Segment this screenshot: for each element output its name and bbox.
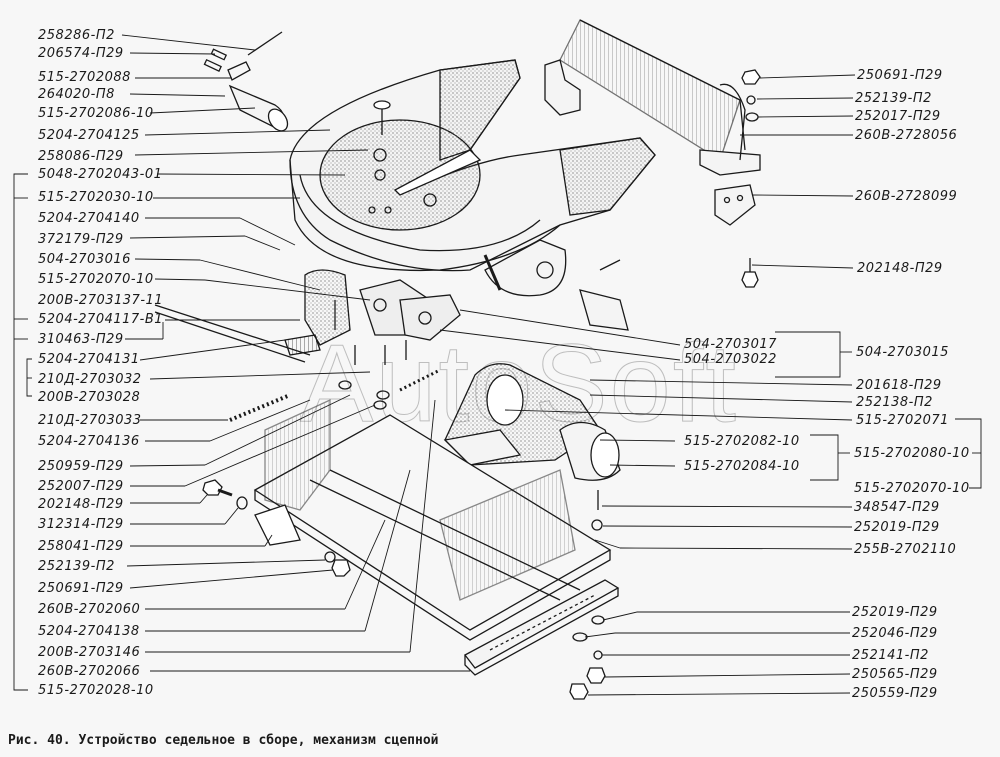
base-frame bbox=[253, 398, 612, 641]
part-label: 504-2703016 bbox=[38, 252, 131, 267]
part-label: 5204-2704117-В1 bbox=[38, 312, 164, 327]
part-label: 252139-П2 bbox=[855, 91, 932, 106]
part-label: 252017-П29 bbox=[855, 109, 941, 124]
part-label: 252019-П29 bbox=[852, 605, 938, 620]
part-label: 504-2703017 bbox=[684, 337, 777, 352]
part-label: 250691-П29 bbox=[857, 68, 943, 83]
part-label: 260В-2702060 bbox=[38, 602, 141, 617]
part-label: 258286-П2 bbox=[38, 28, 115, 43]
part-label: 252019-П29 bbox=[854, 520, 940, 535]
part-label: 310463-П29 bbox=[38, 332, 124, 347]
part-label: 260В-2728099 bbox=[855, 189, 958, 204]
figure-caption: Рис. 40. Устройство седельное в сборе, м… bbox=[8, 733, 439, 748]
part-label: 515-2702080-10 bbox=[854, 446, 970, 461]
part-label: 312314-П29 bbox=[38, 517, 124, 532]
part-label: 206574-П29 bbox=[38, 46, 124, 61]
part-label: 264020-П8 bbox=[38, 87, 115, 102]
part-label: 200В-2703028 bbox=[38, 390, 141, 405]
part-label: 5048-2702043-01 bbox=[38, 167, 163, 182]
part-label: 5204-2704131 bbox=[38, 352, 140, 367]
part-label: 504-2703022 bbox=[684, 352, 777, 367]
part-label: 210Д-2703032 bbox=[38, 372, 142, 387]
part-label: 200В-2703137-11 bbox=[38, 293, 164, 308]
part-label: 348547-П29 bbox=[854, 500, 940, 515]
part-label: 515-2702082-10 bbox=[684, 434, 800, 449]
part-label: 252138-П2 bbox=[856, 395, 933, 410]
part-label: 250565-П29 bbox=[852, 667, 938, 682]
part-label: 260В-2728056 bbox=[855, 128, 958, 143]
part-label: 200В-2703146 bbox=[38, 645, 141, 660]
part-label: 515-2702028-10 bbox=[38, 683, 154, 698]
part-label: 202148-П29 bbox=[857, 261, 943, 276]
part-label: 515-2702030-10 bbox=[38, 190, 154, 205]
guard-bracket bbox=[544, 19, 761, 226]
part-label: 372179-П29 bbox=[38, 232, 124, 247]
part-label: 515-2702071 bbox=[856, 413, 949, 428]
pivot-bearing bbox=[443, 259, 629, 481]
part-label: 250959-П29 bbox=[38, 459, 124, 474]
part-label: 250559-П29 bbox=[852, 686, 938, 701]
part-label: 515-2702086-10 bbox=[38, 106, 154, 121]
part-label: 260В-2702066 bbox=[38, 664, 141, 679]
part-label: 252141-П2 bbox=[852, 648, 929, 663]
left-hardware bbox=[202, 479, 351, 577]
part-label: 515-2702070-10 bbox=[38, 272, 154, 287]
part-label: 252007-П29 bbox=[38, 479, 124, 494]
part-label: 515-2702088 bbox=[38, 70, 131, 85]
part-label: 202148-П29 bbox=[38, 497, 124, 512]
part-label: 258086-П29 bbox=[38, 149, 124, 164]
part-label: 5204-2704125 bbox=[38, 128, 140, 143]
part-label: 255В-2702110 bbox=[854, 542, 957, 557]
part-label: 5204-2704138 bbox=[38, 624, 140, 639]
part-label: 201618-П29 bbox=[856, 378, 942, 393]
slide-bar bbox=[464, 579, 620, 676]
leader-lines bbox=[13, 34, 982, 696]
part-label: 250691-П29 bbox=[38, 581, 124, 596]
part-label: 252139-П2 bbox=[38, 559, 115, 574]
part-label: 258041-П29 bbox=[38, 539, 124, 554]
part-label: 504-2703015 bbox=[856, 345, 949, 360]
part-label: 5204-2704136 bbox=[38, 434, 140, 449]
top-left-hardware bbox=[203, 31, 289, 132]
part-label: 252046-П29 bbox=[852, 626, 938, 641]
part-label: 515-2702084-10 bbox=[684, 459, 800, 474]
part-label: 515-2702070-10 bbox=[854, 481, 970, 496]
part-label: 210Д-2703033 bbox=[38, 413, 142, 428]
part-label: 5204-2704140 bbox=[38, 211, 140, 226]
fifth-wheel-plate bbox=[289, 59, 656, 297]
